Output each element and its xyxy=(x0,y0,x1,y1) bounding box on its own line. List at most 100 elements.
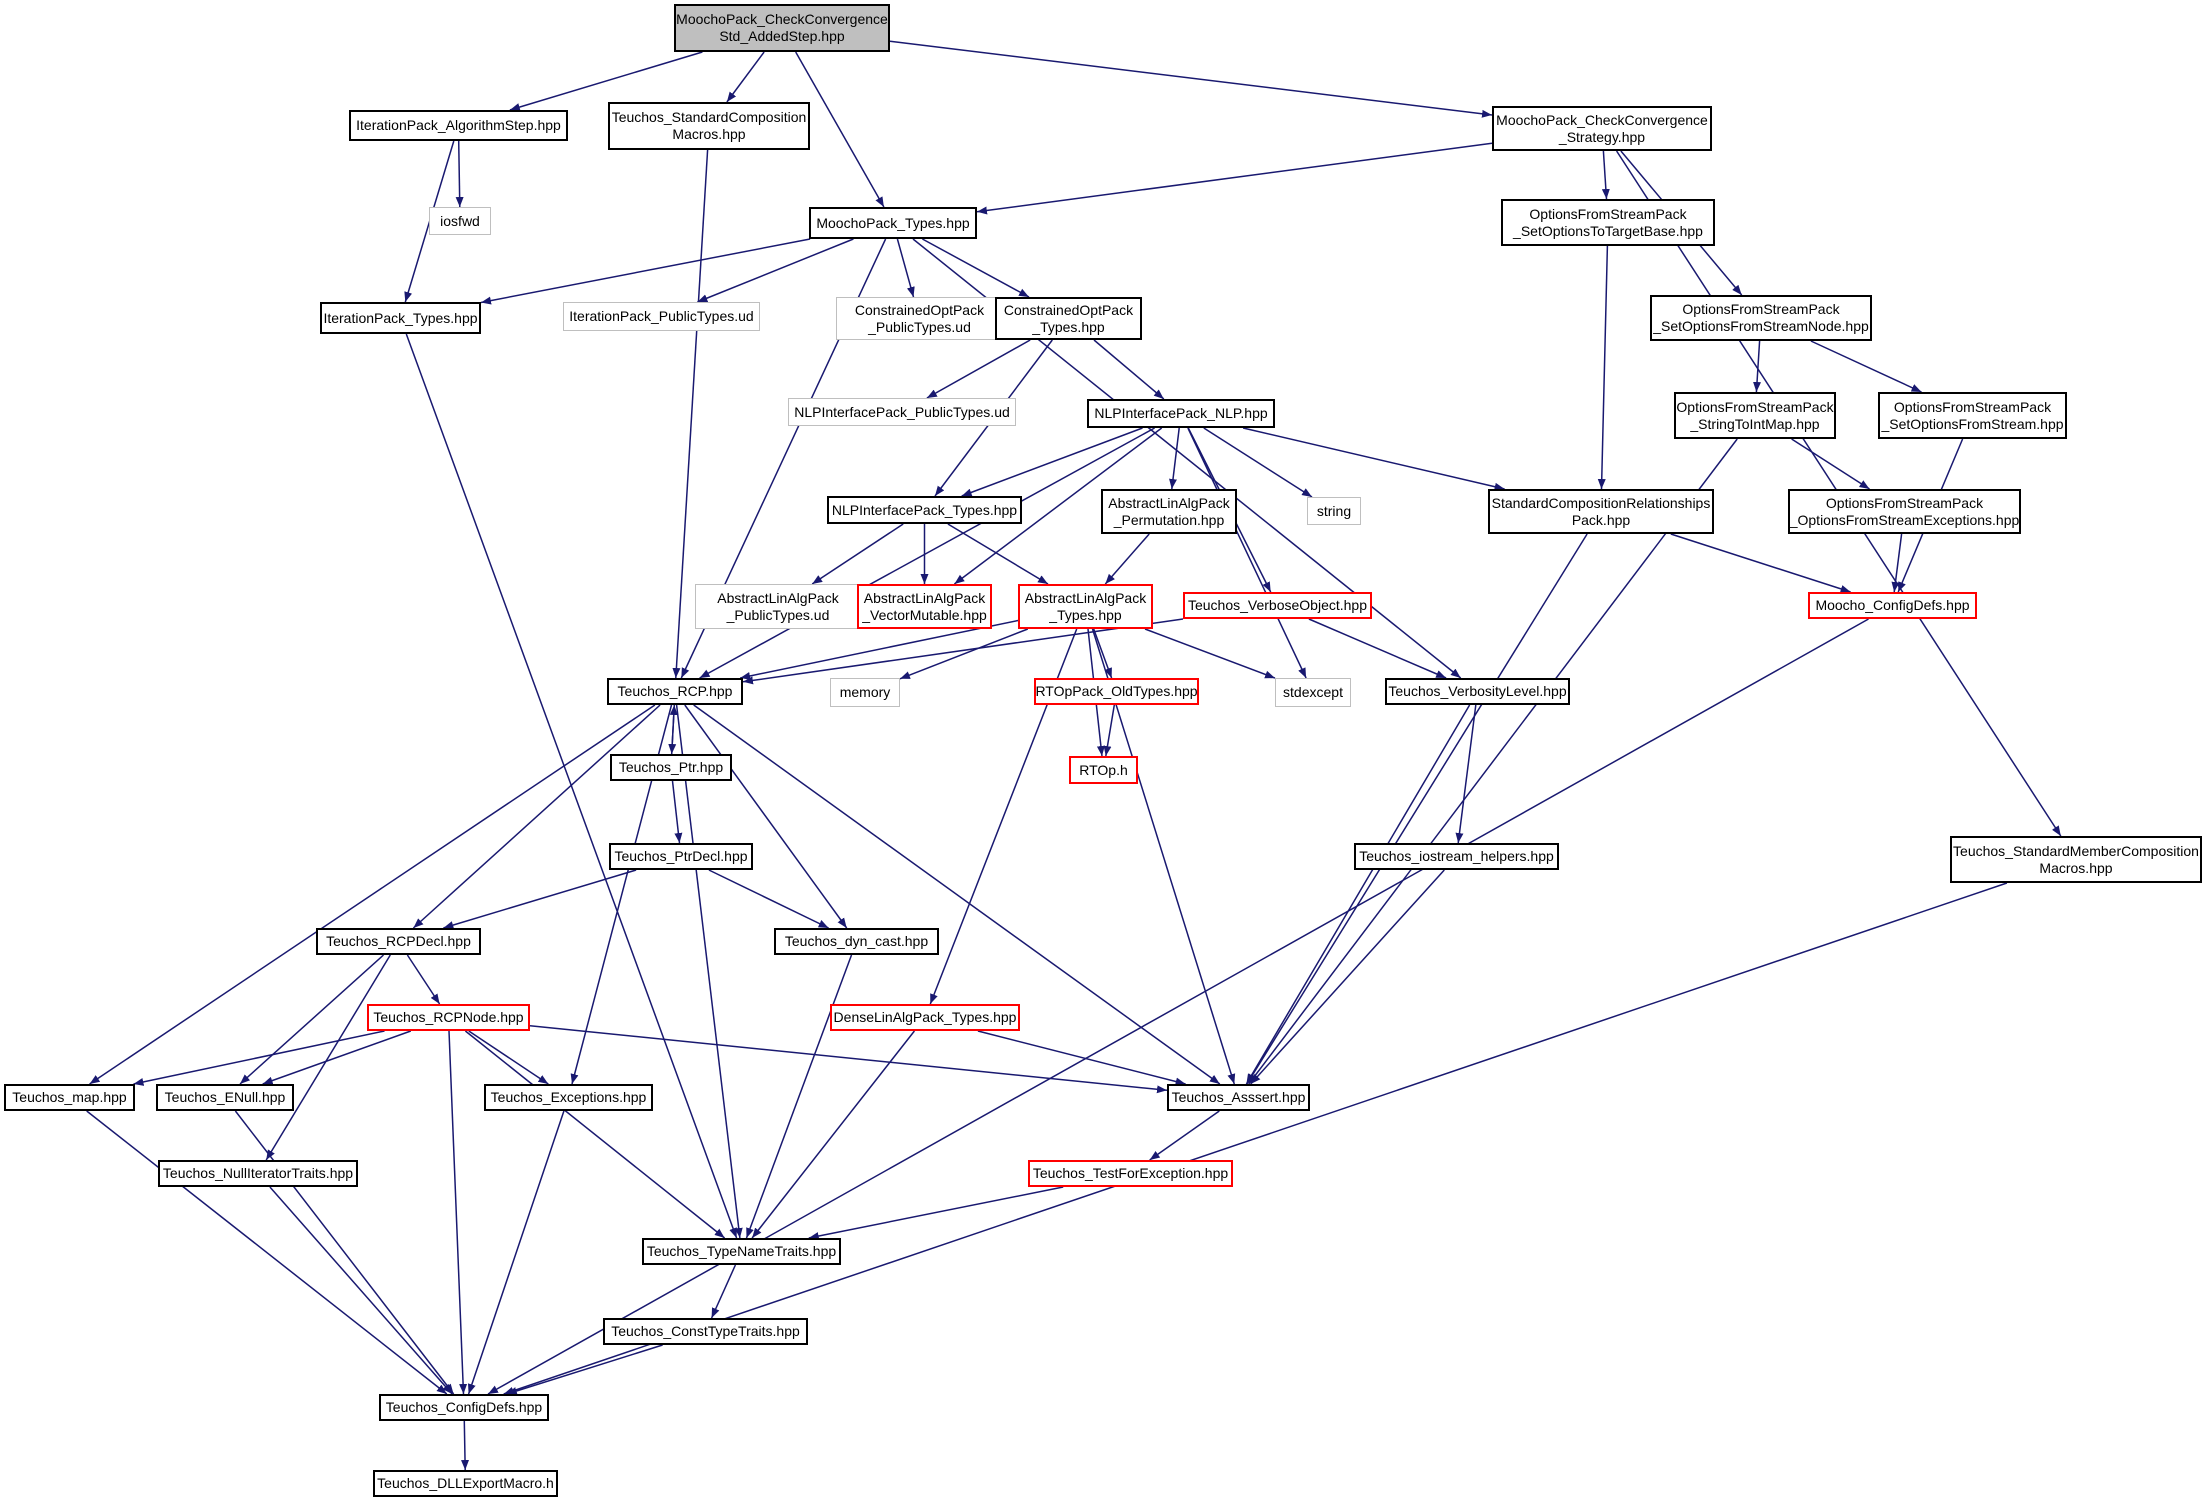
graph-node-configDefs[interactable]: Teuchos_ConfigDefs.hpp xyxy=(379,1394,549,1421)
graph-node-nullIter[interactable]: Teuchos_NullIteratorTraits.hpp xyxy=(158,1160,358,1187)
graph-node-coptTypes[interactable]: ConstrainedOptPack _Types.hpp xyxy=(995,297,1142,340)
graph-node-exceptions[interactable]: Teuchos_Exceptions.hpp xyxy=(484,1084,653,1111)
graph-node-iterAlgStep[interactable]: IterationPack_AlgorithmStep.hpp xyxy=(349,110,568,141)
edge-root-to-checkConvStrat xyxy=(889,40,1493,118)
graph-node-string: string xyxy=(1307,497,1361,525)
graph-node-alapVecMut[interactable]: AbstractLinAlgPack _VectorMutable.hpp xyxy=(857,584,992,629)
edge-verbLevel-to-iostreamHelpers xyxy=(1455,704,1477,844)
edge-moochoTypes-to-iterTypes xyxy=(480,238,811,305)
edge-nlpNLP-to-nlpTypes xyxy=(961,427,1143,497)
graph-node-iterTypes[interactable]: IterationPack_Types.hpp xyxy=(320,302,481,334)
edge-verbLevel-to-asserth xyxy=(1245,704,1471,1085)
edge-nlpNLP-to-alapPerm xyxy=(1169,427,1180,490)
graph-node-stdCompRel[interactable]: StandardCompositionRelationships Pack.hp… xyxy=(1488,489,1714,534)
graph-node-rcpNode[interactable]: Teuchos_RCPNode.hpp xyxy=(367,1004,530,1031)
graph-node-testForExc[interactable]: Teuchos_TestForException.hpp xyxy=(1028,1160,1233,1187)
graph-node-ofsSetOptStream[interactable]: OptionsFromStreamPack _SetOptionsFromStr… xyxy=(1878,392,2067,439)
graph-node-stdexcept: stdexcept xyxy=(1275,678,1351,707)
edge-coptTypes-to-nlpNLP xyxy=(1093,339,1165,400)
graph-node-moochoTypes[interactable]: MoochoPack_Types.hpp xyxy=(809,207,977,239)
edge-nlpNLP-to-alapVecMut xyxy=(953,427,1163,585)
edge-dynCast-to-typeName xyxy=(745,954,853,1239)
graph-node-ofsSetOptNode[interactable]: OptionsFromStreamPack _SetOptionsFromStr… xyxy=(1650,295,1872,341)
graph-node-verboseObj[interactable]: Teuchos_VerboseObject.hpp xyxy=(1183,592,1372,619)
edge-rcpNode-to-map xyxy=(133,1030,385,1086)
edge-rcpDecl-to-enull xyxy=(239,954,385,1085)
edge-ofsStrToInt-to-asserth xyxy=(1248,438,1738,1085)
graph-node-denseTypes[interactable]: DenseLinAlgPack_Types.hpp xyxy=(830,1004,1020,1031)
graph-node-checkConvStrat[interactable]: MoochoPack_CheckConvergence _Strategy.hp… xyxy=(1492,106,1712,151)
graph-node-rtoph[interactable]: RTOp.h xyxy=(1069,756,1138,784)
edge-nlpNLP-to-rcp xyxy=(699,427,1155,679)
graph-node-typeName[interactable]: Teuchos_TypeNameTraits.hpp xyxy=(642,1238,841,1265)
edge-nullIter-to-configDefs xyxy=(269,1186,453,1395)
graph-node-rtopOld[interactable]: RTOpPack_OldTypes.hpp xyxy=(1034,678,1199,705)
edge-nlpTypes-to-alapTypes xyxy=(947,523,1049,585)
edge-nlpNLP-to-stdexcept xyxy=(1187,427,1307,679)
edge-ofsExceptions-to-moochoConfig xyxy=(1891,533,1903,593)
edge-rcpNode-to-asserth xyxy=(529,1025,1168,1094)
graph-node-alapTypes[interactable]: AbstractLinAlgPack _Types.hpp xyxy=(1018,584,1153,629)
graph-node-alapPublicUd: AbstractLinAlgPack _PublicTypes.ud xyxy=(695,584,861,629)
edge-denseTypes-to-typeName xyxy=(751,1030,915,1239)
edge-rcp-to-asserth xyxy=(693,704,1221,1085)
edge-root-to-stdCompMacros xyxy=(726,51,765,103)
edge-nlpNLP-to-string xyxy=(1203,427,1313,498)
edge-map-to-configDefs xyxy=(86,1110,448,1395)
graph-node-nlpPublicUd: NLPInterfacePack_PublicTypes.ud xyxy=(788,398,1016,426)
edge-rcpNode-to-configDefs xyxy=(448,1030,468,1395)
graph-node-root: MoochoPack_CheckConvergence Std_AddedSte… xyxy=(674,4,890,52)
graph-node-dllExport[interactable]: Teuchos_DLLExportMacro.h xyxy=(373,1470,558,1497)
edge-asserth-to-testForExc xyxy=(1149,1110,1220,1161)
edge-coptTypes-to-nlpPublicUd xyxy=(926,339,1031,399)
graph-node-ptrDecl[interactable]: Teuchos_PtrDecl.hpp xyxy=(609,843,753,870)
edge-configDefs-to-dllExport xyxy=(461,1420,470,1471)
graph-node-alapPerm[interactable]: AbstractLinAlgPack _Permutation.hpp xyxy=(1101,489,1237,534)
edge-alapPerm-to-alapTypes xyxy=(1104,533,1150,585)
graph-node-moochoConfig[interactable]: Moocho_ConfigDefs.hpp xyxy=(1808,592,1977,619)
edge-ptrDecl-to-rcpDecl xyxy=(443,869,637,929)
graph-node-rcpDecl[interactable]: Teuchos_RCPDecl.hpp xyxy=(316,928,481,955)
graph-node-ofsSetOptTarget[interactable]: OptionsFromStreamPack _SetOptionsToTarge… xyxy=(1501,199,1715,246)
graph-node-constType[interactable]: Teuchos_ConstTypeTraits.hpp xyxy=(603,1318,808,1345)
edge-checkConvStrat-to-moochoTypes xyxy=(976,142,1493,215)
edge-checkConvStrat-to-ofsSetOptTarget xyxy=(1601,150,1610,200)
edge-enull-to-configDefs xyxy=(234,1110,455,1395)
edge-moochoConfig-to-configDefs xyxy=(487,618,1869,1395)
graph-node-ptr[interactable]: Teuchos_Ptr.hpp xyxy=(610,754,732,781)
graph-node-iostreamHelpers[interactable]: Teuchos_iostream_helpers.hpp xyxy=(1354,843,1559,870)
graph-node-coptPublicUd: ConstrainedOptPack _PublicTypes.ud xyxy=(836,297,1003,340)
graph-node-asserth[interactable]: Teuchos_Asssert.hpp xyxy=(1167,1084,1310,1111)
graph-node-ofsStrToInt[interactable]: OptionsFromStreamPack _StringToIntMap.hp… xyxy=(1674,392,1836,439)
edge-ofsSetOptTarget-to-stdCompRel xyxy=(1597,245,1609,490)
graph-node-nlpNLP[interactable]: NLPInterfacePack_NLP.hpp xyxy=(1087,399,1275,428)
graph-node-stdMemberComp[interactable]: Teuchos_StandardMemberComposition Macros… xyxy=(1950,836,2202,883)
graph-node-enull[interactable]: Teuchos_ENull.hpp xyxy=(156,1084,294,1111)
edge-moochoTypes-to-coptPublicUd xyxy=(896,238,915,298)
edge-root-to-moochoTypes xyxy=(795,51,885,208)
edge-exceptions-to-configDefs xyxy=(467,1110,565,1395)
graph-node-stdCompMacros[interactable]: Teuchos_StandardComposition Macros.hpp xyxy=(608,102,810,150)
edge-rcpDecl-to-nullIter xyxy=(265,954,391,1161)
graph-node-rcp[interactable]: Teuchos_RCP.hpp xyxy=(607,678,743,705)
edge-moochoTypes-to-coptTypes xyxy=(922,238,1030,298)
edge-rcp-to-rcpDecl xyxy=(412,704,661,929)
edge-alapTypes-to-stdexcept xyxy=(1144,628,1276,679)
graph-node-nlpTypes[interactable]: NLPInterfacePack_Types.hpp xyxy=(827,496,1022,524)
edge-typeName-to-constType xyxy=(710,1264,737,1319)
edge-stdCompMacros-to-rcp xyxy=(672,149,709,679)
edge-rcpDecl-to-rcpNode xyxy=(406,954,441,1005)
graph-node-ofsExceptions[interactable]: OptionsFromStreamPack _OptionsFromStream… xyxy=(1788,489,2021,534)
graph-node-iterPublicUd: IterationPack_PublicTypes.ud xyxy=(563,302,760,331)
edge-alapTypes-to-rcp xyxy=(740,619,1019,680)
edge-rtopOld-to-rtoph xyxy=(1103,704,1116,757)
edge-constType-to-configDefs xyxy=(506,1344,663,1395)
graph-node-map[interactable]: Teuchos_map.hpp xyxy=(4,1084,135,1111)
edge-ofsSetOptNode-to-ofsSetOptStream xyxy=(1810,340,1922,393)
graph-node-iosfwd: iosfwd xyxy=(429,207,491,235)
graph-node-verbLevel[interactable]: Teuchos_VerbosityLevel.hpp xyxy=(1385,678,1570,705)
graph-node-dynCast[interactable]: Teuchos_dyn_cast.hpp xyxy=(774,928,939,955)
edge-testForExc-to-typeName xyxy=(808,1186,1064,1240)
